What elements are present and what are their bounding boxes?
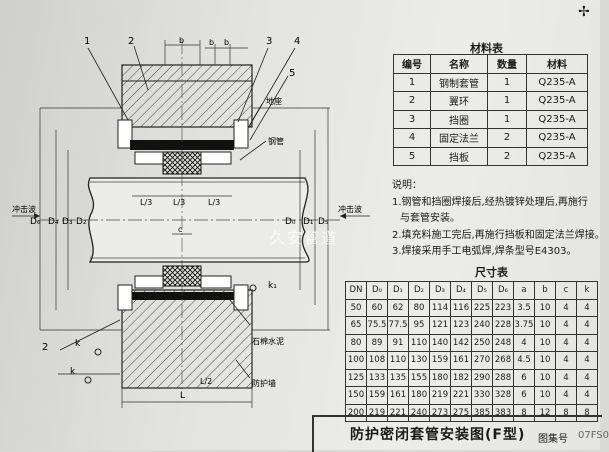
dimension-table-title: 尺寸表 [475,266,508,279]
dim-d4: D₄ [48,217,59,227]
dim-d3: D₃ [62,217,73,227]
notes-title: 说明： [392,180,422,191]
note-line: 与套管安装。 [400,213,460,224]
note-line: 3.焊接采用手工电弧焊,焊条型号E4303。 [392,246,577,257]
dim-k-2: k [70,367,76,377]
sheet-code: 07FS0 [578,430,609,441]
label-shock-right: 冲击波 [338,204,362,214]
dim-d5: D₅ [318,217,329,227]
corner-mark: ✢ [578,4,590,20]
dim-b-1: b [179,36,184,45]
watermark: 久安管道 [270,229,339,247]
callout-4: 4 [294,36,300,47]
sleeve-installation-drawing: D₆ D₄ D₃ D₂ D₀ D₁ D₅ b b b c L/3 L/3 L/3 [12,36,370,408]
callout-2-lower: 2 [42,342,48,353]
material-table-title: 材料表 [470,42,503,55]
note-line: 1.钢管和挡圈焊接后,经热镀锌处理后,再施行 [392,196,588,208]
notes: 说明： 1.钢管和挡圈焊接后,经热镀锌处理后,再施行 与套管安装。 2.填充料施… [392,178,605,261]
drawing-title: 防护密闭套管安装图(F型) [350,427,526,443]
dim-l3-2: L/3 [173,198,185,207]
dim-k1: k₁ [268,281,277,291]
label-wall-foot: 地座 [266,96,282,106]
label-asbestos: 石棉水泥 [252,336,284,346]
sheet-label: 图集号 [538,434,568,445]
wall-upper [121,64,253,128]
dim-d1: D₁ [303,217,314,227]
dim-l-half: L/2 [200,377,212,386]
dim-c: c [178,225,182,234]
label-protective-wall: 防护墙 [252,378,276,388]
label-shock-left: 冲击波 [12,204,36,214]
callout-5: 5 [289,68,295,79]
callout-2: 2 [128,36,134,47]
title-block [312,415,602,452]
callout-3: 3 [266,36,272,47]
label-steel-pipe: 钢管 [268,136,284,146]
dim-b-2: b [209,38,214,47]
dim-k-1: k [75,339,81,349]
note-line: 2.填充料施工完后,再施行挡板和固定法兰焊接。 [392,229,605,241]
callout-1: 1 [84,36,90,47]
dim-d6: D₆ [30,217,41,227]
material-table-header: 编号 名称 数量 材料 [393,54,588,74]
dim-d2: D₂ [76,217,87,227]
dim-b-3: b [224,38,229,47]
dim-d0: D₀ [285,217,296,227]
dim-l3-1: L/3 [140,198,152,207]
dim-l3-3: L/3 [208,198,220,207]
dim-l: L [180,391,185,401]
wall-lower [121,289,253,389]
